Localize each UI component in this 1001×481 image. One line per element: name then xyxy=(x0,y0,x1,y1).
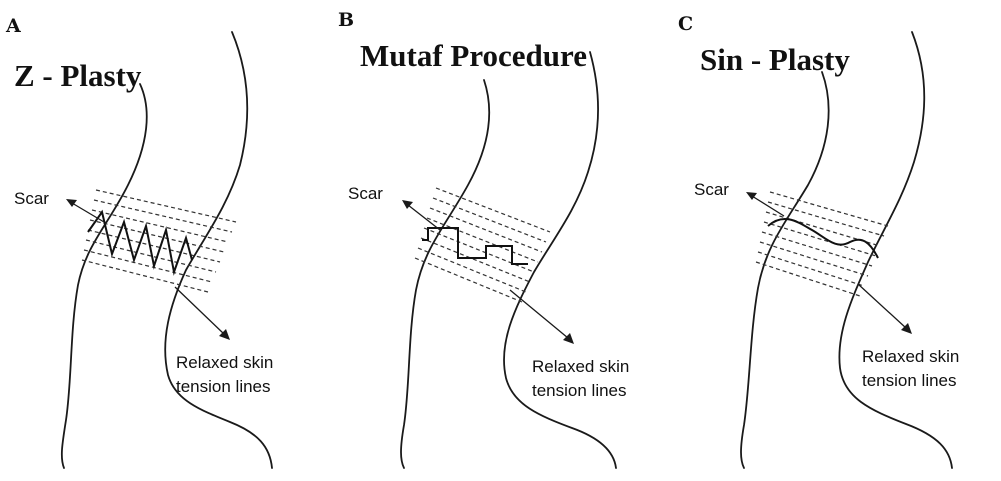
scar-arrowhead xyxy=(66,199,77,207)
scar-label: Scar xyxy=(348,184,383,203)
panel-title: Z - Plasty xyxy=(14,58,142,93)
rstl-label-line-2: tension lines xyxy=(532,381,627,400)
leg-back-contour xyxy=(401,80,489,468)
panel-b: B Mutaf Procedure Scar Relaxed skin tens… xyxy=(338,9,629,468)
panel-title: Mutaf Procedure xyxy=(360,38,587,73)
rstl-label-line-1: Relaxed skin xyxy=(862,347,959,366)
rstl-label-line-1: Relaxed skin xyxy=(532,357,629,376)
panel-c: C Sin - Plasty Scar Relaxed skin tension… xyxy=(678,13,959,468)
leg-back-contour xyxy=(62,84,147,468)
rstl-label-line-2: tension lines xyxy=(176,377,271,396)
scar-arrow xyxy=(408,205,440,230)
panel-letter: A xyxy=(5,15,21,37)
rstl-label-line-2: tension lines xyxy=(862,371,957,390)
rstl-arrow xyxy=(510,290,568,338)
relaxed-skin-tension-lines xyxy=(82,190,236,292)
relaxed-skin-tension-lines xyxy=(415,188,550,302)
scar-label: Scar xyxy=(14,189,49,208)
rstl-arrow xyxy=(858,284,906,328)
leg-back-contour xyxy=(741,72,829,468)
scar-label: Scar xyxy=(694,180,729,199)
panel-letter: B xyxy=(338,9,354,31)
leg-front-contour xyxy=(504,52,616,468)
rstl-label-line-1: Relaxed skin xyxy=(176,353,273,372)
panel-a: A Z - Plasty Scar Relaxed skin tension l… xyxy=(5,15,273,468)
rstl-arrow xyxy=(175,287,224,334)
panel-title: Sin - Plasty xyxy=(700,42,850,77)
leg-front-contour xyxy=(839,32,952,468)
panel-letter: C xyxy=(678,13,693,35)
scar-arrow xyxy=(72,203,104,222)
